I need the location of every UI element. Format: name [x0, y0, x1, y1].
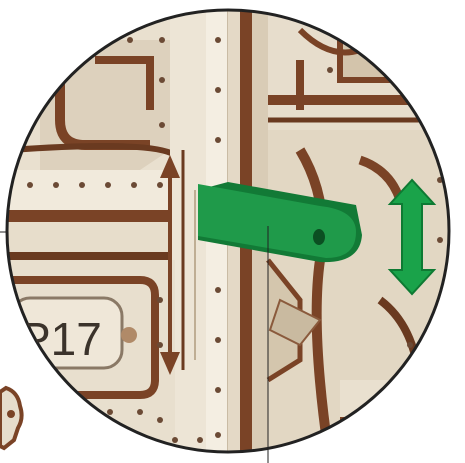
outside-part-fragment	[0, 388, 22, 448]
top-left-frame	[10, 30, 175, 170]
part-number-label: P17	[20, 313, 102, 365]
right-lower-structure	[268, 130, 465, 463]
left-horizontal-rail	[0, 170, 175, 260]
top-right-frame	[268, 0, 465, 130]
